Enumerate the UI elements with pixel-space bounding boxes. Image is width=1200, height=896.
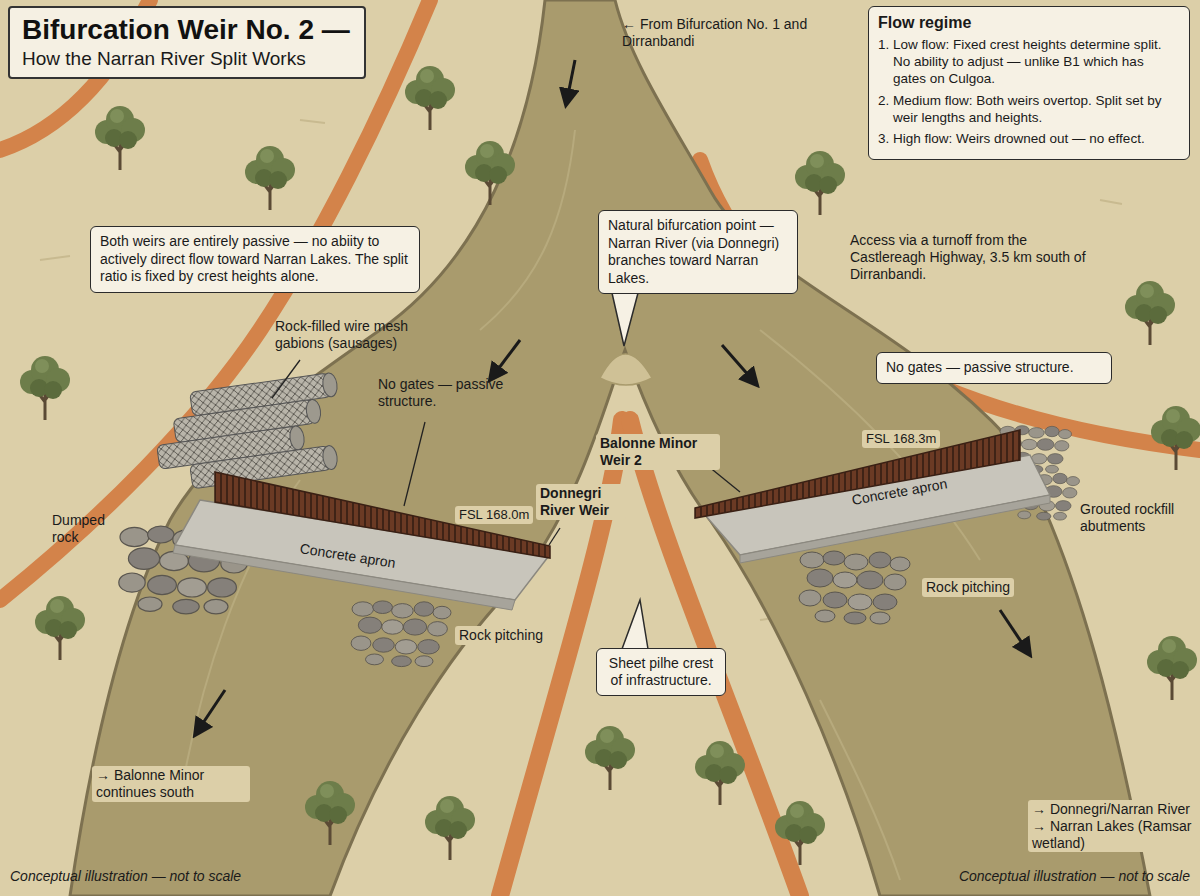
subtitle: How the Narran River Split Works	[22, 47, 350, 71]
tree	[795, 151, 845, 215]
access-note: Access via a turnoff from the Castlereag…	[850, 232, 1090, 282]
leader-line	[404, 422, 425, 506]
diagram-title: Bifurcation Weir No. 2 —	[22, 13, 350, 47]
node-text: Flow regime	[878, 13, 1180, 33]
weir-name: Balonne Minor Weir 2	[596, 434, 720, 470]
tree	[95, 106, 145, 170]
direction-label: → Donnegri/Narran River → Narran Lakes (…	[1028, 800, 1200, 852]
node-text: Sheet pilhe crest of infrastructure.	[606, 655, 716, 689]
scale-note: Conceptual illustration — not to scale	[959, 868, 1190, 885]
gabion-end	[305, 399, 322, 425]
source-note: ← From Bifurcation No. 1 and Dirranbandi	[622, 16, 817, 50]
tree	[775, 801, 825, 865]
leader-line	[272, 360, 300, 398]
direction-label: → Balonne Minor continues south	[92, 766, 250, 802]
gabion-end	[321, 445, 338, 471]
no-gates-callout: No gates — passive structure.	[876, 352, 1112, 384]
level-label: FSL 168.3m	[862, 430, 940, 448]
part-label: Dumped rock	[52, 512, 116, 546]
tree	[1151, 406, 1200, 470]
title-box: Bifurcation Weir No. 2 —How the Narran R…	[8, 6, 366, 79]
apron-face	[740, 495, 1050, 563]
sheet-pile-weir	[215, 472, 550, 558]
part-label: Rock-filled wire mesh gabions (sausages)	[275, 318, 440, 352]
bifurcation-callout: Natural bifurcation point — Narran River…	[598, 210, 798, 294]
flow-arrow	[1000, 610, 1030, 655]
tree	[1147, 636, 1197, 700]
tree	[585, 726, 635, 790]
tree	[465, 141, 515, 205]
flow-arrow	[490, 340, 520, 380]
leader-line	[708, 466, 740, 492]
sheet-pile-callout: Sheet pilhe crest of infrastructure.	[596, 648, 726, 696]
rock-pitching	[351, 601, 451, 667]
gabion-end	[321, 372, 338, 398]
flow-arrow	[195, 690, 225, 735]
tree	[695, 741, 745, 805]
tree	[405, 66, 455, 130]
tree	[1125, 281, 1175, 345]
island-roads	[500, 420, 800, 896]
flow-regime-box: Flow regime 1. Low flow: Fixed crest heig…	[868, 6, 1190, 160]
part-label: Grouted rockfill abutments	[1076, 500, 1184, 536]
node-text: 2. Medium flow: Both weirs overtop. Spli…	[878, 93, 1180, 127]
flow-arrows	[195, 60, 1030, 735]
tree	[20, 356, 70, 420]
node-text: No gates — passive structure.	[886, 359, 1102, 377]
gabions	[150, 372, 349, 493]
bifurcation-mound	[600, 354, 652, 385]
node-text: Natural bifurcation point — Narran River…	[608, 217, 788, 287]
callout-pointer	[612, 293, 638, 346]
callout-pointer	[622, 600, 648, 649]
flow-arrow	[722, 345, 757, 385]
node-text: Both weirs are entirely passive — no abi…	[100, 233, 410, 286]
node-text: 1. Low flow: Fixed crest heights determi…	[878, 37, 1180, 88]
node-text: 3. High flow: Weirs drowned out — no eff…	[878, 131, 1180, 148]
rock-pitching	[799, 551, 910, 624]
weir-name: Donnegri River Weir	[536, 484, 626, 520]
part-label: Rock pitching	[455, 626, 547, 645]
scale-note: Conceptual illustration — not to scale	[10, 868, 241, 885]
tree	[245, 146, 295, 210]
level-label: FSL 168.0m	[455, 506, 533, 524]
sheet-pile-weir	[695, 430, 1020, 518]
tree	[305, 781, 355, 845]
tree	[425, 796, 475, 860]
part-label: Rock pitching	[922, 578, 1014, 597]
flow-arrow	[566, 60, 575, 105]
part-label: No gates — passive structure.	[378, 376, 518, 410]
trees	[20, 66, 1200, 865]
leader-line	[549, 528, 560, 545]
gabion-end	[288, 425, 305, 451]
passive-callout: Both weirs are entirely passive — no abi…	[90, 226, 420, 293]
leader-lines	[272, 360, 740, 545]
tree	[35, 596, 85, 660]
